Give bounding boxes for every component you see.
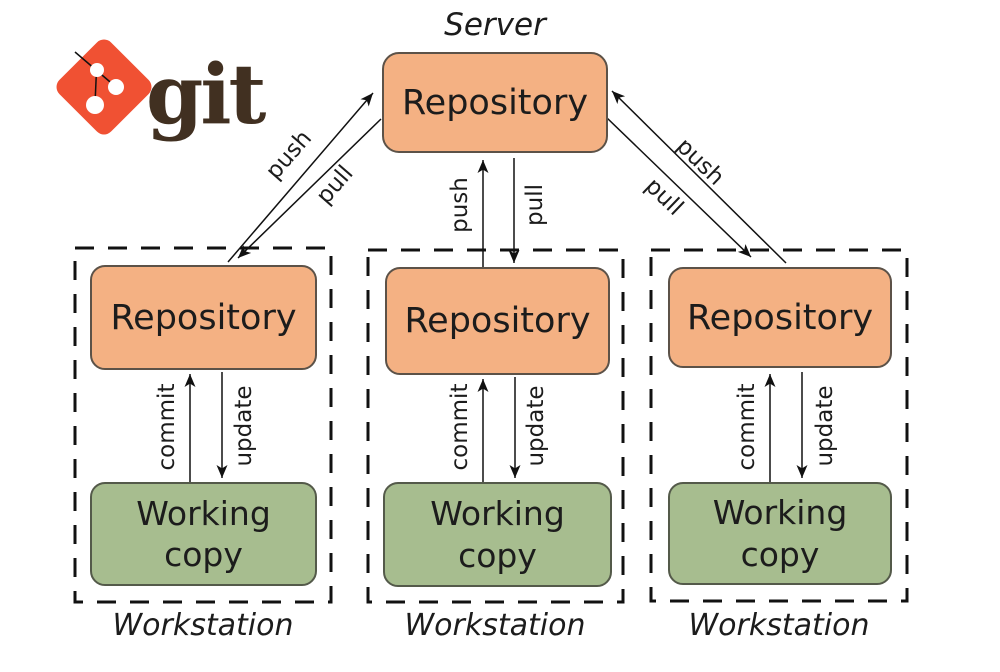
repository-text-3: Repository <box>686 297 874 338</box>
working-copy-box-1: Working copy <box>90 482 317 586</box>
push-arrow-left <box>227 92 374 263</box>
repository-box-2: Repository <box>385 267 610 375</box>
server-repository-box: Repository <box>382 52 608 153</box>
working-copy-text-1: Working copy <box>136 493 271 574</box>
update-label-3: update <box>812 385 838 467</box>
server-label: Server <box>444 7 546 43</box>
pull-label-center: pull <box>522 184 548 226</box>
workstation-label-2: Workstation <box>404 607 586 643</box>
git-logo-icon <box>56 39 152 135</box>
repository-text-1: Repository <box>110 297 297 338</box>
pull-arrow-right <box>605 116 752 258</box>
git-wordmark: git <box>146 47 266 143</box>
push-label-center: push <box>447 177 473 233</box>
workstation-frame-3 <box>649 248 909 603</box>
update-label-2: update <box>523 385 549 467</box>
update-label-1: update <box>231 385 257 467</box>
server-repository-text: Repository <box>401 82 589 123</box>
workstation-frame-1 <box>73 246 333 604</box>
repository-box-3: Repository <box>668 267 892 368</box>
workstation-label-1: Workstation <box>112 607 294 643</box>
commit-label-3: commit <box>734 383 760 471</box>
working-copy-text-3: Working copy <box>712 493 848 574</box>
working-copy-text-2: Working copy <box>430 494 565 575</box>
commit-label-2: commit <box>447 383 473 471</box>
workstation-frame-2 <box>366 248 625 604</box>
repository-box-1: Repository <box>90 265 317 370</box>
push-arrow-right <box>611 90 787 264</box>
working-copy-box-3: Working copy <box>668 482 892 585</box>
pull-arrow-left <box>237 118 382 259</box>
commit-label-1: commit <box>154 383 180 471</box>
working-copy-box-2: Working copy <box>383 482 612 587</box>
workstation-label-3: Workstation <box>688 607 870 643</box>
repository-text-2: Repository <box>404 301 591 341</box>
